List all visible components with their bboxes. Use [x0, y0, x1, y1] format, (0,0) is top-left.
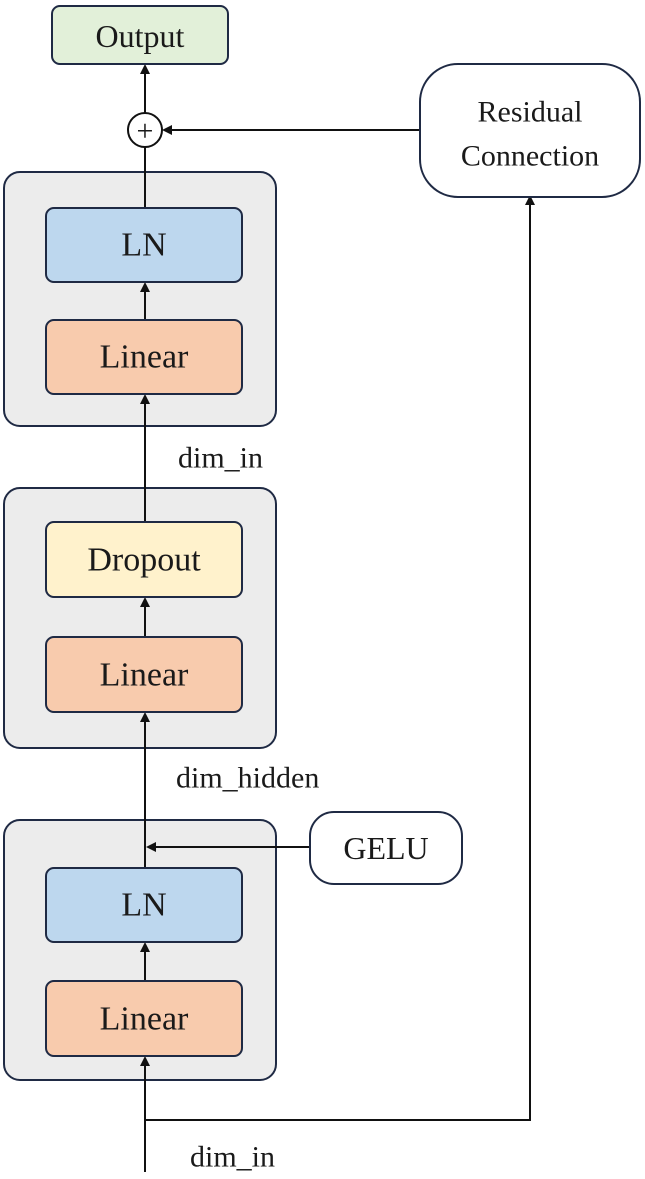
connectors — [140, 64, 535, 1172]
linear-label-top: Linear — [100, 339, 189, 376]
linear-node-top — [45, 319, 243, 395]
output-label: Output — [96, 18, 185, 54]
output-node — [51, 5, 229, 65]
residual-path-lower — [145, 195, 535, 1121]
linear-label-mid: Linear — [100, 657, 189, 694]
dim-hidden-label: dim_hidden — [176, 762, 319, 795]
ln-label-top: LN — [121, 227, 166, 264]
dropout-node — [45, 521, 243, 598]
linear-node-bottom — [45, 980, 243, 1057]
dim-in-input-label: dim_in — [190, 1141, 275, 1174]
residual-label-line2: Connection — [461, 140, 599, 173]
dim-in-upper-label: dim_in — [178, 442, 263, 475]
plus-symbol: + — [137, 115, 154, 148]
linear-node-mid — [45, 636, 243, 713]
ln-label-bottom: LN — [121, 887, 166, 924]
gelu-node — [309, 811, 463, 885]
linear-label-bottom: Linear — [100, 1001, 189, 1038]
residual-connection-node — [419, 63, 641, 198]
gelu-label: GELU — [343, 830, 428, 866]
dropout-label: Dropout — [87, 542, 201, 579]
residual-label-line1: Residual — [478, 96, 583, 129]
add-node — [127, 112, 163, 148]
ln-node-top — [45, 207, 243, 283]
ln-node-bottom — [45, 867, 243, 943]
